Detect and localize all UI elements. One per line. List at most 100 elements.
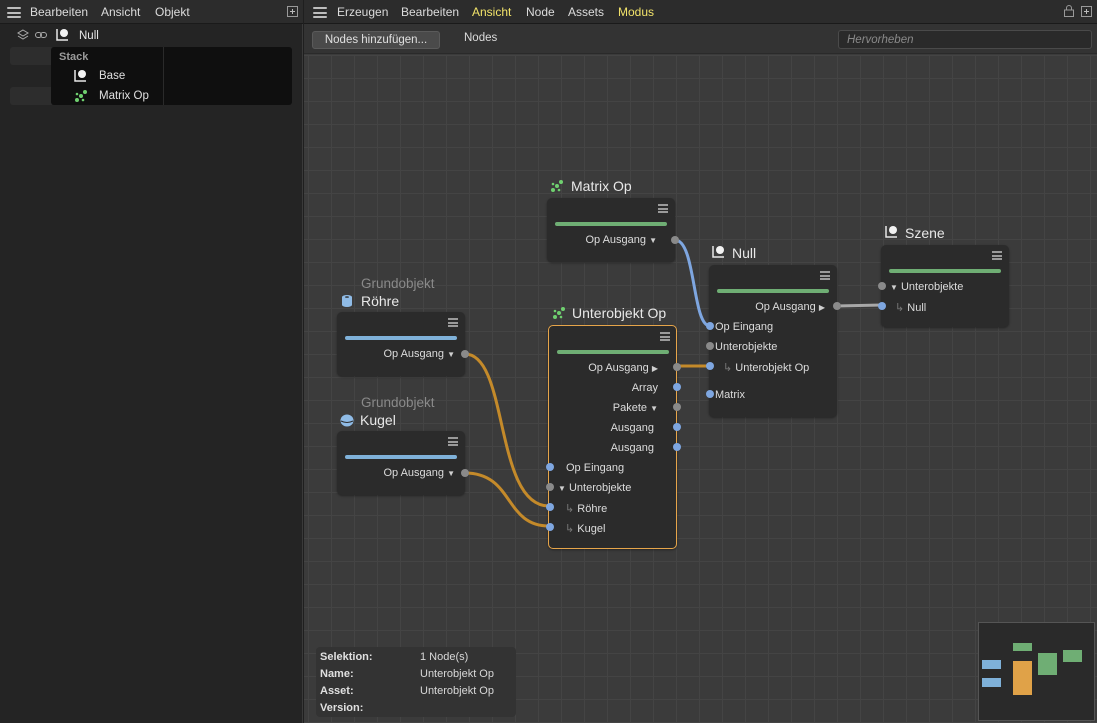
node-menu-icon[interactable] <box>448 437 458 447</box>
menu-hamburger-icon[interactable] <box>313 7 327 18</box>
layers-icon <box>17 29 29 40</box>
port-matrix[interactable] <box>706 390 714 398</box>
port-label-op-ausgang: Op Ausgang ▶ <box>755 301 825 313</box>
scene-icon <box>885 226 897 238</box>
port-op-ausgang[interactable] <box>461 350 469 358</box>
minimap-node-selected <box>1013 661 1032 695</box>
menu-assets[interactable]: Assets <box>568 5 605 19</box>
port-op-ausgang[interactable] <box>833 302 841 310</box>
highlight-search-input[interactable] <box>838 30 1092 49</box>
matrix-op-icon <box>75 90 87 102</box>
null-object-icon <box>712 246 724 258</box>
node-menu-icon[interactable] <box>448 318 458 328</box>
menu-view[interactable]: Ansicht <box>472 5 512 19</box>
node-roehre[interactable]: Op Ausgang ▼ <box>337 312 469 376</box>
node-color-bar <box>555 222 667 226</box>
add-nodes-button[interactable]: Nodes hinzufügen... <box>312 31 440 49</box>
port-null[interactable] <box>878 302 886 310</box>
port-label-text: Pakete <box>612 402 648 414</box>
nodes-breadcrumb[interactable]: Nodes <box>464 32 498 44</box>
lock-icon[interactable] <box>1064 5 1074 17</box>
port-label-unterobjekte: ▼ Unterobjekte <box>558 482 632 494</box>
port-roehre[interactable] <box>546 503 554 511</box>
port-ausgang[interactable] <box>673 443 681 451</box>
ghost-slot <box>10 87 54 105</box>
port-unterobjekte[interactable] <box>878 282 886 290</box>
menu-hamburger-icon[interactable] <box>7 7 21 18</box>
port-label-op-eingang: Op Eingang <box>566 462 625 474</box>
info-key-asset: Asset: <box>320 685 354 697</box>
port-op-ausgang[interactable] <box>673 363 681 371</box>
node-title: Null <box>732 245 757 261</box>
port-label-ausgang: Ausgang <box>610 422 654 434</box>
port-label-op-ausgang: Op Ausgang ▼ <box>383 467 455 479</box>
new-panel-icon[interactable] <box>1081 6 1092 17</box>
node-szene[interactable]: ▼ Unterobjekte ↳ Null <box>878 245 1009 327</box>
port-unterobjekte[interactable] <box>546 483 554 491</box>
minimap[interactable] <box>978 622 1095 721</box>
port-label-text: Unterobjekte <box>568 482 632 494</box>
menu-create[interactable]: Erzeugen <box>337 5 389 19</box>
popup-divider <box>163 47 164 105</box>
port-label-unterobjekte: Unterobjekte <box>715 341 778 353</box>
minimap-node <box>1038 653 1057 675</box>
node-null[interactable]: Op Ausgang ▶ Op Eingang Unterobjekte ↳ U… <box>706 265 841 417</box>
info-val-selection: 1 Node(s) <box>420 651 469 663</box>
wire-kugel-to-unterobjekt <box>464 471 550 528</box>
node-menu-icon[interactable] <box>820 271 830 281</box>
port-label-matrix: Matrix <box>715 389 745 401</box>
node-color-bar <box>557 350 669 354</box>
node-title: Kugel <box>360 412 396 428</box>
tree-item-null[interactable]: Null <box>0 26 303 46</box>
sphere-icon <box>340 414 354 427</box>
node-menu-icon[interactable] <box>992 251 1002 261</box>
stack-popup: Stack Base Matrix Op <box>51 47 292 105</box>
port-ausgang[interactable] <box>673 423 681 431</box>
node-title: Röhre <box>361 293 400 309</box>
port-op-ausgang[interactable] <box>461 469 469 477</box>
info-key-version: Version: <box>320 702 364 714</box>
port-label-text: Op Ausgang <box>755 301 816 313</box>
minimap-node <box>982 678 1001 687</box>
port-op-eingang[interactable] <box>546 463 554 471</box>
new-panel-icon[interactable] <box>287 6 298 17</box>
popup-item-label: Base <box>99 70 126 82</box>
popup-item-base[interactable]: Base <box>51 67 163 85</box>
node-unterobjekt-op[interactable]: Op Ausgang ▶ Array Pakete ▼ Ausgang Ausg… <box>546 325 681 549</box>
menu-node[interactable]: Node <box>526 5 555 19</box>
port-pakete[interactable] <box>673 403 681 411</box>
wire-null-to-szene <box>835 303 883 308</box>
node-color-bar <box>717 289 829 293</box>
node-menu-icon[interactable] <box>658 204 668 214</box>
minimap-node <box>982 660 1001 669</box>
node-title: Matrix Op <box>571 178 632 194</box>
port-label-op-ausgang: Op Ausgang ▶ <box>588 362 658 374</box>
port-label-unterobjekte: ▼ Unterobjekte <box>890 281 964 293</box>
menu-mode[interactable]: Modus <box>618 5 655 19</box>
popup-item-matrix-op[interactable]: Matrix Op <box>51 87 163 105</box>
port-unterobjekte[interactable] <box>706 342 714 350</box>
node-canvas[interactable]: Matrix Op Op Ausgang ▼ Grundobjekt Röhre… <box>304 55 1097 723</box>
node-menu-icon[interactable] <box>660 332 670 342</box>
info-key-selection: Selektion: <box>320 651 373 663</box>
popup-item-label: Matrix Op <box>99 90 149 102</box>
port-op-ausgang[interactable] <box>671 236 679 244</box>
port-label-text: Röhre <box>577 503 608 515</box>
port-label-unterobjekt-op: ↳ Unterobjekt Op <box>723 362 810 374</box>
port-array[interactable] <box>673 383 681 391</box>
port-label-array: Array <box>631 382 658 394</box>
menu-edit[interactable]: Bearbeiten <box>30 5 89 19</box>
minimap-node <box>1063 650 1082 662</box>
port-label-ausgang: Ausgang <box>610 442 654 454</box>
menu-view[interactable]: Ansicht <box>101 5 141 19</box>
node-kugel[interactable]: Op Ausgang ▼ <box>337 431 469 495</box>
port-label-null: ↳ Null <box>895 302 927 314</box>
node-matrix-op[interactable]: Op Ausgang ▼ <box>547 198 679 262</box>
matrix-op-icon <box>551 180 563 192</box>
port-unterobjekt-op[interactable] <box>706 362 714 370</box>
port-op-eingang[interactable] <box>706 322 714 330</box>
menu-object[interactable]: Objekt <box>155 5 190 19</box>
port-kugel[interactable] <box>546 523 554 531</box>
wire-roehre-to-unterobjekt <box>464 352 550 508</box>
menu-edit[interactable]: Bearbeiten <box>401 5 460 19</box>
